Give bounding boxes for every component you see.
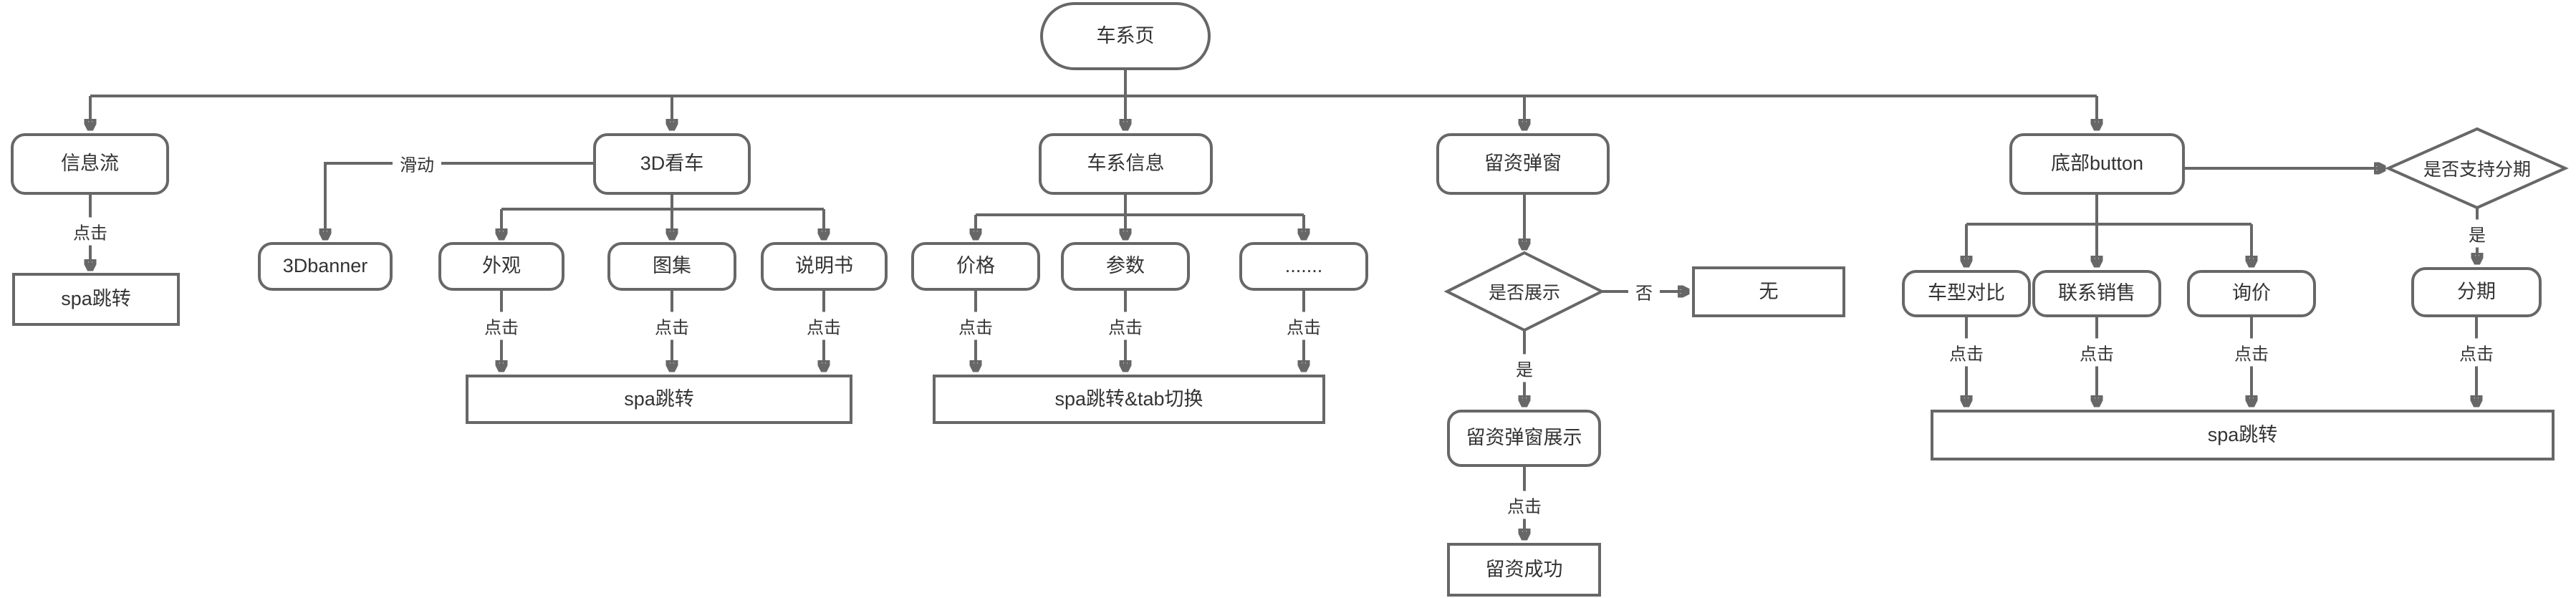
edge-bottom-distribution (1966, 195, 2251, 226)
node-lead-popup: 留资弹窗 (1436, 133, 1610, 195)
node-spa-jump-3d: spa跳转 (466, 375, 852, 424)
edge-3d-distribution (501, 195, 824, 211)
node-series-page: 车系页 (1040, 2, 1211, 70)
node-model-compare: 车型对比 (1902, 270, 2031, 317)
node-more: ....... (1239, 242, 1368, 291)
node-spa-jump-info-flow: spa跳转 (12, 273, 180, 326)
label-click-contact: 点击 (2072, 338, 2121, 367)
node-info-flow: 信息流 (11, 133, 169, 195)
label-yes-lead: 是 (1509, 354, 1540, 382)
label-click-info-flow: 点击 (66, 217, 115, 246)
decision-show-or-not-shape (1443, 251, 1605, 332)
node-3d-view: 3D看车 (593, 133, 751, 195)
edge-series-distribution (976, 191, 1304, 216)
label-click-more: 点击 (1279, 312, 1328, 340)
label-click-manual: 点击 (799, 312, 848, 340)
label-click-price: 点击 (951, 312, 1000, 340)
node-3d-banner: 3Dbanner (258, 242, 393, 291)
node-spa-jump-tab-switch: spa跳转&tab切换 (933, 375, 1325, 424)
label-click-lead: 点击 (1500, 491, 1549, 519)
label-swipe: 滑动 (393, 149, 441, 178)
decision-show-or-not-label: 是否展示 (1488, 283, 1561, 303)
node-gallery: 图集 (607, 242, 736, 291)
label-click-installment: 点击 (2452, 338, 2501, 367)
node-bottom-button: 底部button (2009, 133, 2185, 195)
decision-installment-support-label: 是否支持分期 (2423, 160, 2532, 180)
node-lead-popup-shown: 留资弹窗展示 (1447, 410, 1601, 467)
node-params: 参数 (1061, 242, 1190, 291)
node-lead-success: 留资成功 (1447, 543, 1601, 597)
label-click-compare: 点击 (1942, 338, 1991, 367)
label-yes-installment: 是 (2461, 219, 2493, 248)
label-click-inquiry: 点击 (2227, 338, 2276, 367)
node-exterior: 外观 (438, 242, 564, 291)
node-price-inquiry: 询价 (2187, 270, 2316, 317)
label-click-exterior: 点击 (477, 312, 526, 340)
node-series-info: 车系信息 (1039, 133, 1213, 195)
node-price: 价格 (911, 242, 1040, 291)
node-installment: 分期 (2411, 267, 2542, 317)
node-spa-jump-bottom: spa跳转 (1931, 410, 2555, 460)
node-manual: 说明书 (761, 242, 888, 291)
node-none: 无 (1692, 266, 1845, 317)
label-click-gallery: 点击 (648, 312, 696, 340)
edge-swipe-3dbanner (325, 162, 593, 239)
label-click-params: 点击 (1101, 312, 1150, 340)
node-contact-sales: 联系销售 (2032, 270, 2161, 317)
decision-installment-support-shape (2385, 127, 2569, 210)
label-no: 否 (1628, 277, 1660, 306)
